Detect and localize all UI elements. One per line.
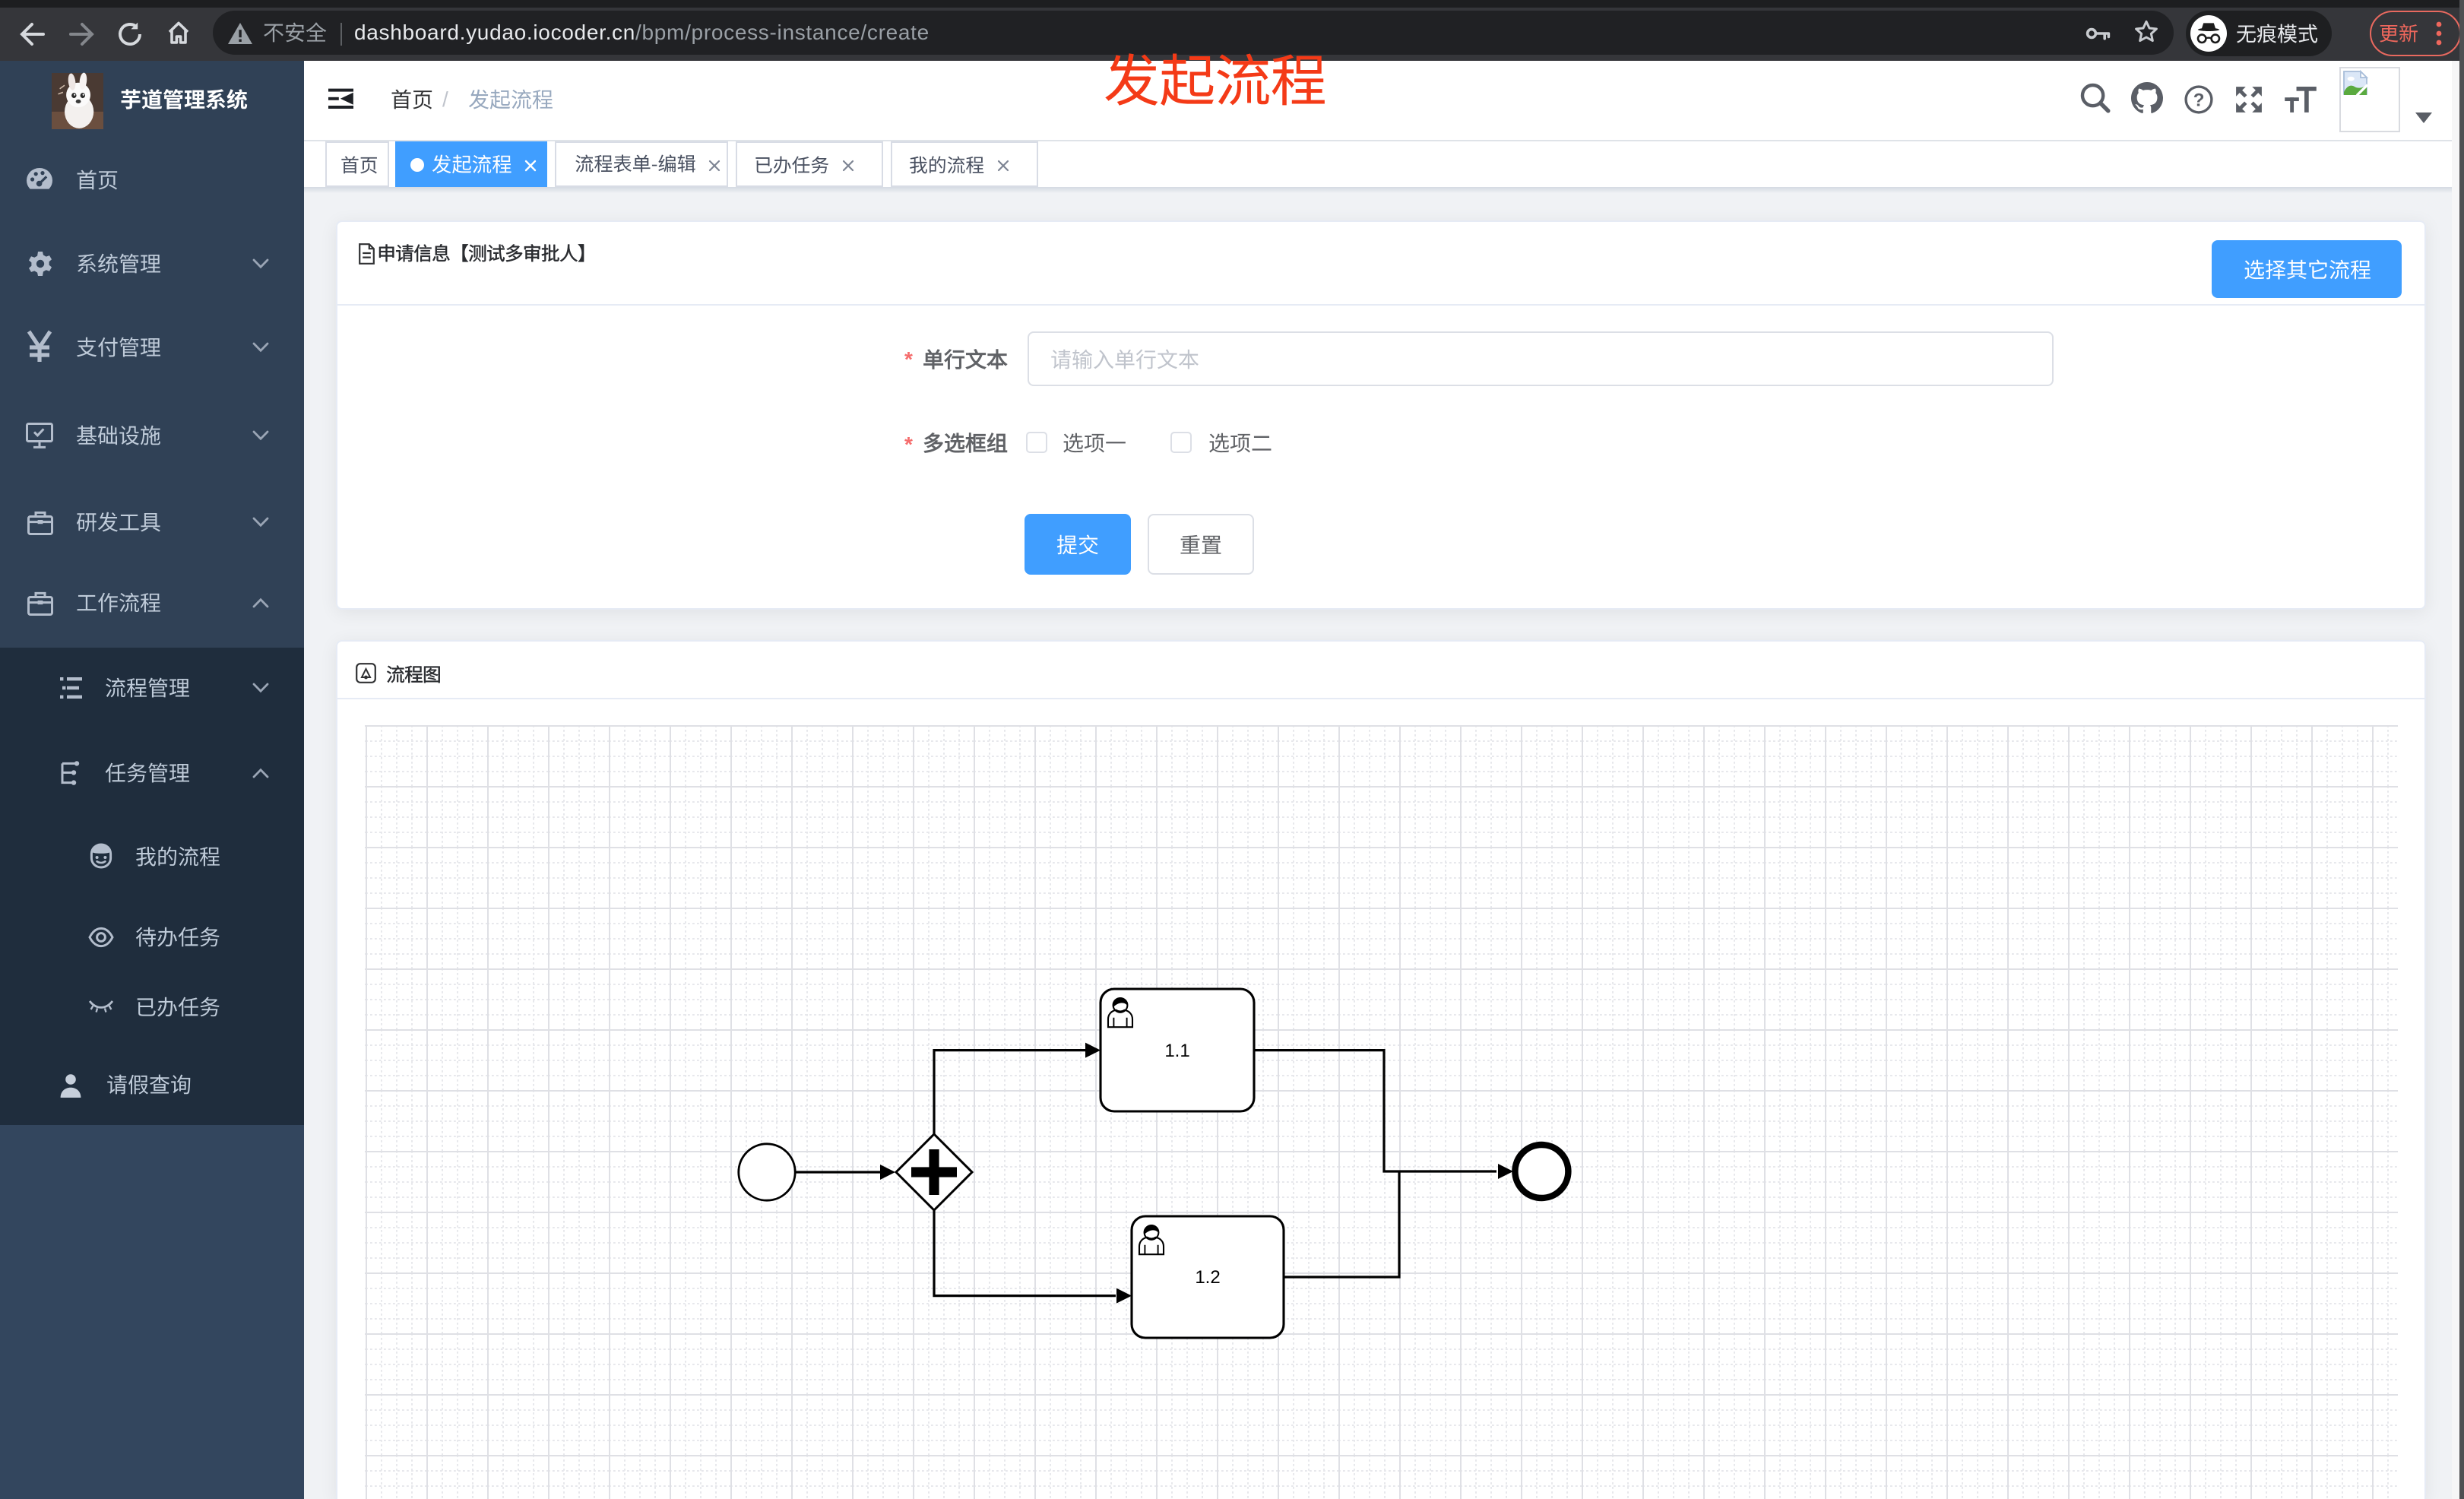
svg-text:1.1: 1.1 xyxy=(1164,1041,1189,1061)
svg-text:1.2: 1.2 xyxy=(1194,1267,1219,1288)
svg-text:?: ? xyxy=(2193,89,2204,109)
